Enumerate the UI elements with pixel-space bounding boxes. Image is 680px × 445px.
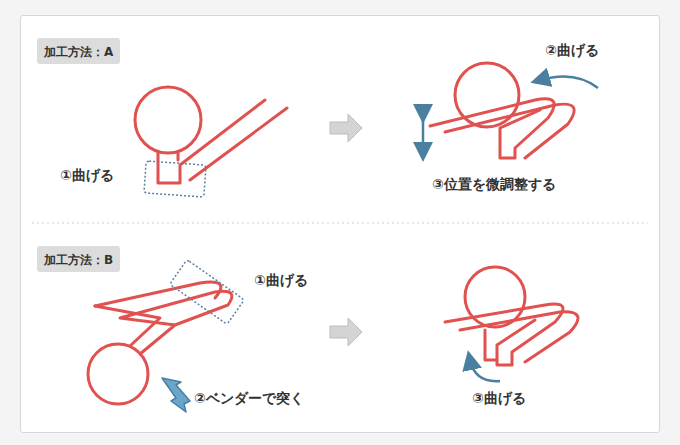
step-label: ①曲げる <box>254 272 308 290</box>
wire <box>158 100 265 183</box>
method-badge: 加工方法：A <box>37 38 120 64</box>
badge-text: 加工方法：A <box>44 45 113 59</box>
wire <box>460 312 578 362</box>
bend-area <box>170 260 245 325</box>
step-label: ②ベンダーで突く <box>194 390 304 408</box>
bend-arrow <box>540 76 598 88</box>
step-label: ②曲げる <box>545 42 599 60</box>
step-label: ③曲げる <box>472 390 526 408</box>
wire <box>95 282 221 306</box>
step-label: ①曲げる <box>60 167 114 185</box>
method-badge: 加工方法：B <box>37 246 120 272</box>
wire <box>120 291 232 354</box>
wire <box>95 306 160 346</box>
bend-arrow <box>470 360 500 381</box>
push-arrow <box>162 378 190 412</box>
step-label: ③位置を微調整する <box>432 176 556 194</box>
process-arrow <box>330 114 362 142</box>
adjust-arrow <box>422 114 425 152</box>
wire <box>445 104 574 158</box>
separator <box>32 223 648 224</box>
process-arrow <box>330 318 362 346</box>
badge-text: 加工方法：B <box>44 253 113 267</box>
wire-loop <box>135 87 201 153</box>
bend-area <box>144 161 206 197</box>
panel <box>20 15 660 433</box>
wire <box>178 108 287 180</box>
